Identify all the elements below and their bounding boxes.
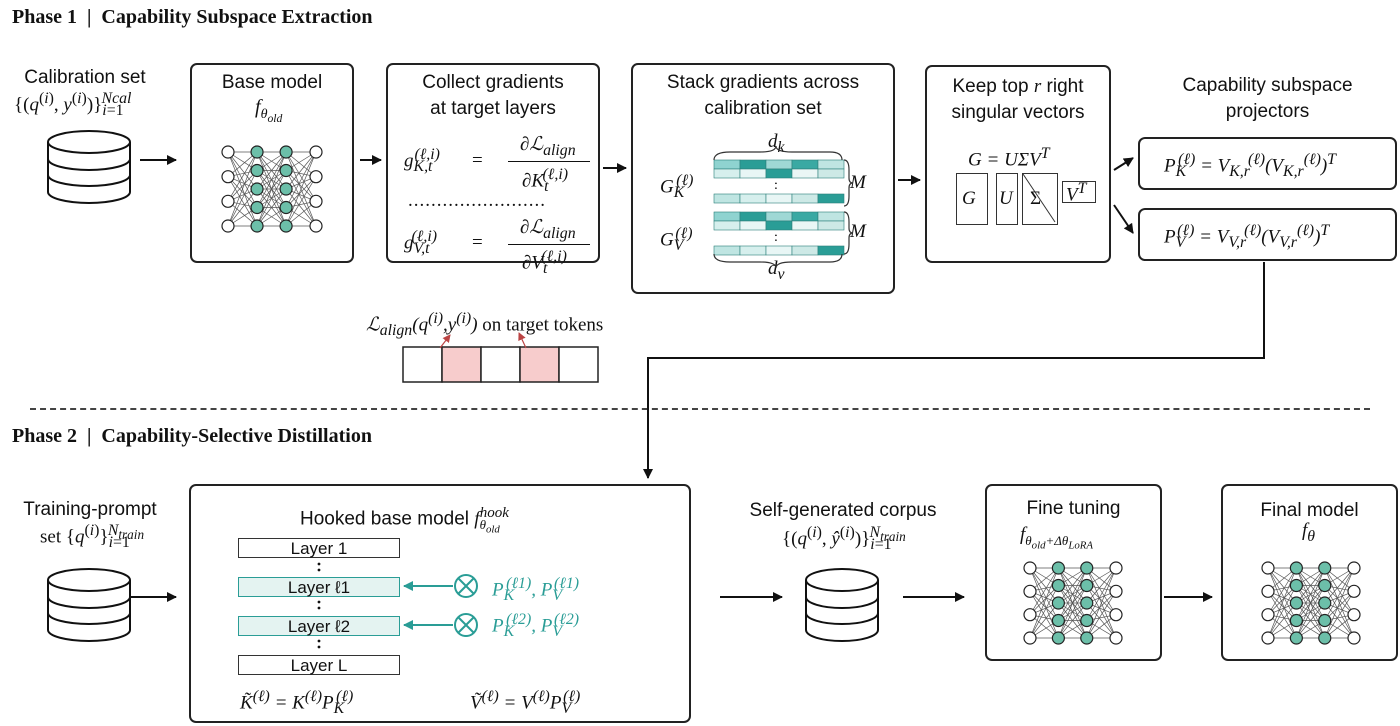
corpus-formula: {(q(i), ŷ(i))}i=1Ntrain — [782, 524, 906, 554]
final-model-box — [1221, 484, 1398, 661]
layer-L: Layer L — [238, 655, 400, 675]
collect-gradients-box — [386, 63, 600, 263]
svd-G-block — [956, 173, 988, 225]
final-title: Final model — [1260, 500, 1359, 521]
PV-projector-box — [1138, 208, 1397, 261]
gK-fraction-bar — [508, 161, 590, 162]
token-pointer-1 — [439, 334, 451, 349]
gV-numerator: ∂ℒalign — [520, 217, 576, 242]
final-model-network-icon — [1261, 561, 1361, 645]
PK-projector-formula: PK(ℓ) = VK,r(ℓ)(VK,r(ℓ))T — [1164, 151, 1336, 181]
gK-denominator: ∂Kt(ℓ,i) — [522, 166, 568, 196]
finetune-box — [985, 484, 1162, 661]
calibration-db-icon — [47, 130, 131, 204]
layer-1: Layer 1 — [238, 538, 400, 558]
finetune-formula: fθold+ΔθLoRA — [1020, 524, 1093, 552]
svd-VT-block — [1062, 181, 1096, 203]
corpus-db-icon — [805, 568, 879, 642]
collect-dots: ........................ — [408, 190, 546, 211]
hook-op-l1-icon — [454, 574, 478, 598]
gV-fraction-bar — [508, 244, 590, 245]
base-model-formula: fθold — [255, 96, 283, 125]
arrow-svd-to-PK — [1113, 157, 1134, 171]
training-formula: set {q(i)}i=1Ntrain — [40, 522, 145, 552]
calibration-title: Calibration set — [24, 67, 146, 88]
dv-label: dv — [768, 258, 785, 283]
M-label-k: M — [850, 172, 866, 193]
arrow-svd-to-PV — [1113, 204, 1134, 234]
phase1-header: Phase 1 | Capability Subspace Extraction — [12, 6, 373, 28]
finetune-network-icon — [1023, 561, 1123, 645]
svd-G-text: G — [962, 188, 976, 209]
training-db-icon — [47, 568, 131, 642]
gK-numerator: ∂ℒalign — [520, 134, 576, 159]
final-formula: fθ — [1302, 520, 1316, 545]
finetune-title: Fine tuning — [1026, 498, 1121, 519]
GV-label: GV(ℓ) — [660, 225, 693, 255]
svd-U-text: U — [999, 188, 1013, 209]
svd-equation: G = UΣVT — [968, 145, 1050, 171]
gV-lhs: gV,t(ℓ,i) — [404, 228, 438, 258]
phase2-header: Phase 2 | Capability-Selective Distillat… — [12, 425, 372, 447]
PV-projector-formula: PV(ℓ) = VV,r(ℓ)(VV,r(ℓ))T — [1164, 222, 1330, 252]
PK-projector-box — [1138, 137, 1397, 190]
loss-label: ℒalign(q(i),y(i)) on target tokens — [366, 310, 604, 340]
base-model-title: Base model — [221, 72, 323, 93]
dk-label: dk — [768, 131, 785, 156]
layer-l1: Layer ℓ1 — [238, 577, 400, 597]
base-model-box — [190, 63, 354, 263]
GV-matrix: : — [713, 211, 845, 256]
gK-lhs: gK,t(ℓ,i) — [404, 146, 440, 176]
svd-VT-text: VT — [1066, 180, 1087, 206]
stack-gradients-box — [631, 63, 895, 294]
GK-label: GK(ℓ) — [660, 172, 694, 202]
token-strip — [402, 346, 599, 383]
dv-brace — [713, 253, 843, 269]
proj-l1-label: PK(ℓ1), PV(ℓ1) — [492, 575, 580, 605]
GK-matrix: : — [713, 159, 845, 204]
hooked-title: Hooked base model fθoldhook — [300, 505, 509, 536]
corpus-title: Self-generated corpus — [749, 500, 937, 521]
M-label-v: M — [850, 221, 866, 242]
token-pointer-2 — [518, 332, 527, 349]
svd-Sigma-block — [1022, 173, 1058, 225]
svd-box — [925, 65, 1111, 263]
calibration-formula: {(q(i), y(i))}i=1Ncal — [14, 90, 132, 120]
sigma-diagonal — [1022, 173, 1056, 223]
phase-divider — [30, 408, 1370, 410]
layer-ellipsis — [317, 562, 321, 649]
hooked-model-box — [189, 484, 691, 723]
gV-denominator: ∂Vt(ℓ,i) — [522, 248, 567, 278]
dk-brace — [713, 145, 843, 161]
M-brace-k — [843, 159, 854, 207]
vtilde-formula: Ṽ(ℓ) = V(ℓ)PV(ℓ) — [470, 688, 581, 718]
gK-eq: = — [472, 150, 483, 171]
ktilde-formula: K̃(ℓ) = K(ℓ)PK(ℓ) — [240, 688, 354, 718]
svd-Sigma-text: Σ — [1030, 188, 1042, 209]
hook-op-l2-icon — [454, 613, 478, 637]
training-title: Training-prompt — [23, 499, 157, 520]
base-model-network-icon — [221, 145, 323, 233]
gV-eq: = — [472, 232, 483, 253]
proj-l2-label: PK(ℓ2), PV(ℓ2) — [492, 611, 580, 641]
svd-U-block — [996, 173, 1018, 225]
svg-text::: : — [774, 178, 778, 193]
M-brace-v — [843, 211, 854, 255]
svg-text::: : — [774, 230, 778, 245]
arrow-projectors-to-hooked — [643, 262, 1265, 479]
layer-l2: Layer ℓ2 — [238, 616, 400, 636]
